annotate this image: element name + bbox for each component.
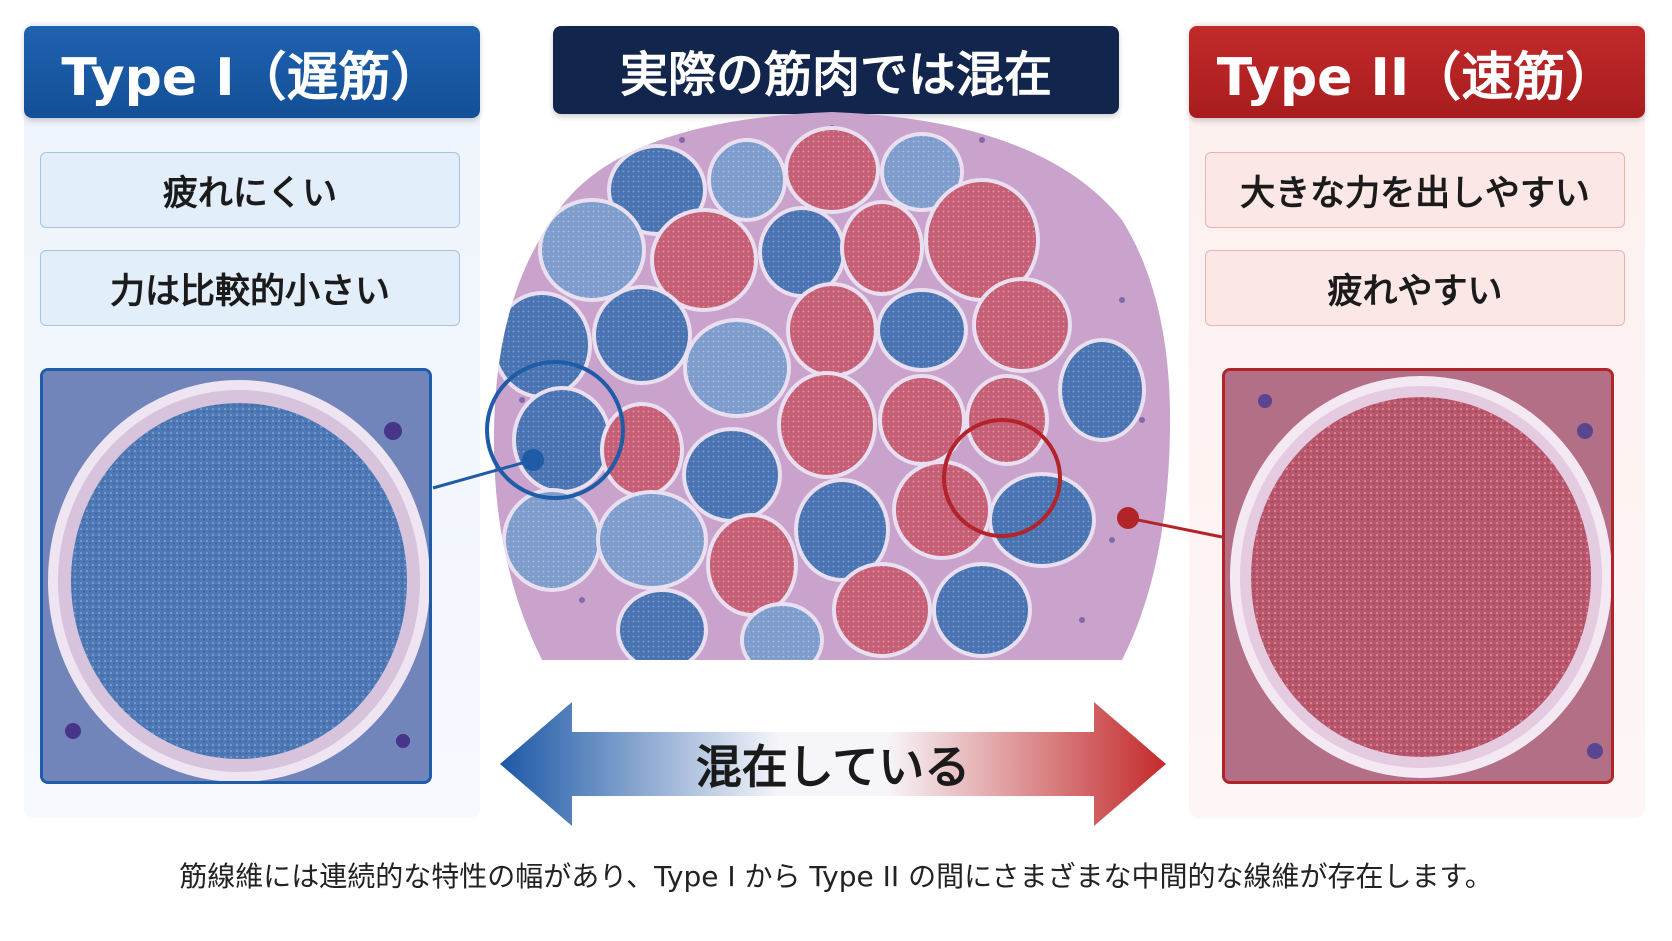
footer-note: 筋線維には連続的な特性の幅があり、Type I から Type II の間にさま… xyxy=(179,860,1493,893)
mixture-arrow: 混在している xyxy=(500,702,1166,826)
type1-trait-force: 力は比較的小さい xyxy=(40,250,460,326)
type2-fiber-zoom xyxy=(1222,368,1614,784)
type2-trait-fatigue: 疲れやすい xyxy=(1205,250,1625,326)
mixture-label: 混在している xyxy=(695,740,971,794)
type1-trait-fatigue: 疲れにくい xyxy=(40,152,460,228)
type1-fiber-zoom xyxy=(40,368,432,784)
muscle-cross-section xyxy=(482,100,1182,708)
center-header: 実際の筋肉では混在 xyxy=(553,26,1119,114)
type1-header: Type I（遅筋） xyxy=(24,26,480,118)
type2-trait-force: 大きな力を出しやすい xyxy=(1205,152,1625,228)
type2-header: Type II（速筋） xyxy=(1189,26,1645,118)
